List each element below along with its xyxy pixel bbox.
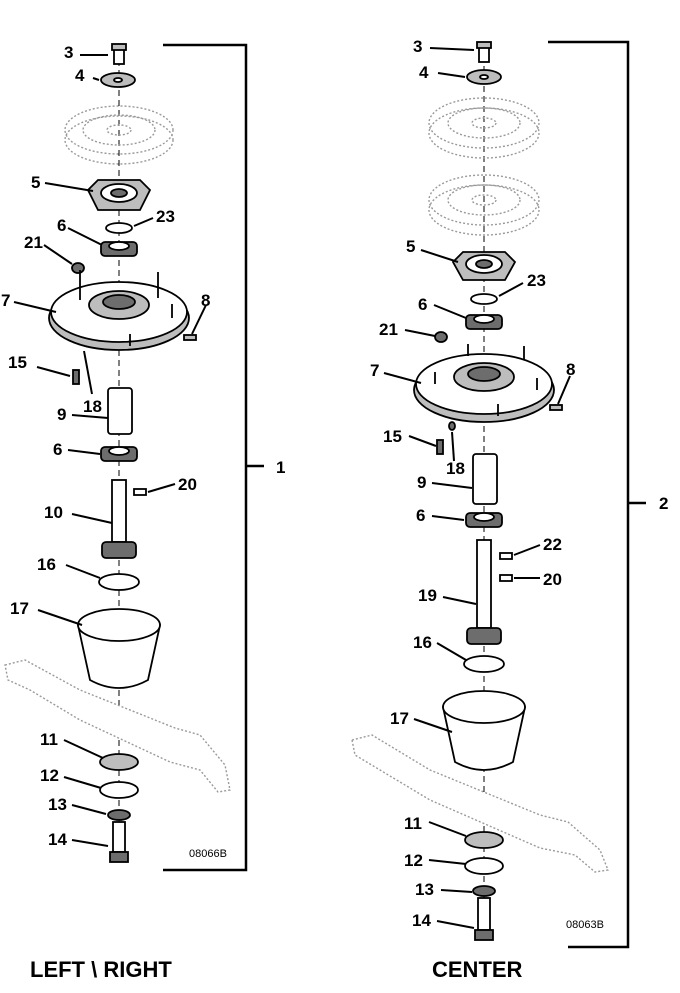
- center-assembly-callout: 2: [659, 494, 668, 513]
- center-part-7-mount-plate: [413, 344, 555, 423]
- left-part-15-bolt: [72, 369, 80, 385]
- center-part-21-nut: [434, 331, 448, 343]
- center-drawing-code: 08063B: [566, 919, 604, 931]
- left-part-9-spacer: [107, 387, 133, 435]
- left-part-8-pin: [183, 334, 197, 341]
- center-callout-6-upper: 6: [418, 295, 427, 314]
- center-part-23-ring: [470, 293, 498, 305]
- center-callout-11: 11: [404, 814, 422, 833]
- left-callout-15: 15: [8, 353, 27, 372]
- center-part-12-washer: [464, 857, 504, 875]
- left-callout-6-lower: 6: [53, 440, 62, 459]
- left-callout-9: 9: [57, 405, 66, 424]
- center-callout-14: 14: [412, 911, 431, 930]
- center-part-17-cup: [441, 690, 527, 771]
- center-pulley-ghost-upper: [428, 97, 540, 159]
- center-part-11-washer: [464, 831, 504, 849]
- left-callout-4: 4: [75, 66, 85, 85]
- left-callout-11: 11: [40, 730, 58, 749]
- center-callout-16: 16: [413, 633, 432, 652]
- left-part-23-ring: [105, 222, 133, 234]
- center-callout-18: 18: [446, 459, 465, 478]
- left-blade-ghost: [4, 659, 231, 793]
- left-part-11-washer: [99, 753, 139, 771]
- left-assembly-callout: 1: [276, 458, 285, 477]
- left-part-16-washer: [98, 573, 140, 591]
- center-part-14-bolt: [474, 897, 494, 941]
- left-callout-23: 23: [156, 207, 175, 226]
- center-callout-15: 15: [383, 427, 402, 446]
- left-callout-8: 8: [201, 291, 210, 310]
- left-part-20-key: [133, 488, 147, 496]
- left-callout-13: 13: [48, 795, 67, 814]
- center-part-8-pin: [549, 404, 563, 411]
- center-part-9-spacer: [472, 453, 498, 505]
- left-callout-5: 5: [31, 173, 40, 192]
- center-part-5-housing: [451, 251, 517, 281]
- center-assembly: 3 4 5 23 6 21 7 8 15 18 9 6 22 20 19 16 …: [351, 37, 668, 982]
- center-callout-7: 7: [370, 361, 379, 380]
- left-part-6-bearing-upper: [100, 241, 138, 257]
- left-callout-10: 10: [44, 503, 63, 522]
- center-callout-22: 22: [543, 535, 562, 554]
- left-part-17-cup: [76, 608, 162, 689]
- left-callout-16: 16: [37, 555, 56, 574]
- center-callout-4: 4: [419, 63, 429, 82]
- left-assembly-bracket: [163, 43, 248, 872]
- center-callout-8: 8: [566, 360, 575, 379]
- center-blade-ghost: [351, 734, 609, 873]
- center-part-18-pin: [448, 421, 456, 431]
- center-callout-5: 5: [406, 237, 415, 256]
- center-part-20-key: [499, 574, 513, 582]
- center-part-15-bolt: [436, 439, 444, 455]
- left-callout-7: 7: [1, 291, 10, 310]
- left-callout-14: 14: [48, 830, 67, 849]
- left-callout-12: 12: [40, 766, 59, 785]
- left-callout-3: 3: [64, 43, 73, 62]
- left-callout-17: 17: [10, 599, 29, 618]
- center-part-19-shaft: [466, 539, 502, 645]
- center-part-13-lockwasher: [472, 885, 496, 897]
- left-callout-20: 20: [178, 475, 197, 494]
- left-callout-18: 18: [83, 397, 102, 416]
- left-part-13-lockwasher: [107, 809, 131, 821]
- left-part-12-washer: [99, 781, 139, 799]
- left-pulley-ghost: [64, 105, 174, 165]
- center-callout-13: 13: [415, 880, 434, 899]
- center-callout-19: 19: [418, 586, 437, 605]
- center-callout-3: 3: [413, 37, 422, 56]
- center-part-22-key: [499, 552, 513, 560]
- center-callout-21: 21: [379, 320, 398, 339]
- center-assembly-title: CENTER: [432, 957, 523, 982]
- left-assembly: 3 4 5 23 21 6 7 8 15 18 9 6 20 10 16 17 …: [1, 43, 285, 982]
- left-callout-21: 21: [24, 233, 43, 252]
- center-part-16-washer: [463, 655, 505, 673]
- left-drawing-code: 08066B: [189, 848, 227, 860]
- center-callout-23: 23: [527, 271, 546, 290]
- center-part-6-bearing-upper: [465, 314, 503, 330]
- left-part-6-bearing-lower: [100, 446, 138, 462]
- center-assembly-bracket: [548, 40, 630, 949]
- left-part-7-mount-plate: [48, 270, 190, 351]
- left-assembly-title: LEFT \ RIGHT: [30, 957, 172, 982]
- center-callout-6-lower: 6: [416, 506, 425, 525]
- left-part-5-housing: [86, 179, 152, 211]
- left-part-10-shaft: [101, 479, 137, 559]
- center-callout-9: 9: [417, 473, 426, 492]
- center-part-6-bearing-lower: [465, 512, 503, 528]
- center-callout-20: 20: [543, 570, 562, 589]
- left-part-14-bolt: [109, 821, 129, 863]
- center-callout-12: 12: [404, 851, 423, 870]
- center-callout-17: 17: [390, 709, 409, 728]
- left-callout-6-upper: 6: [57, 216, 66, 235]
- left-part-21-nut: [71, 262, 85, 274]
- center-pulley-ghost-lower: [428, 174, 540, 236]
